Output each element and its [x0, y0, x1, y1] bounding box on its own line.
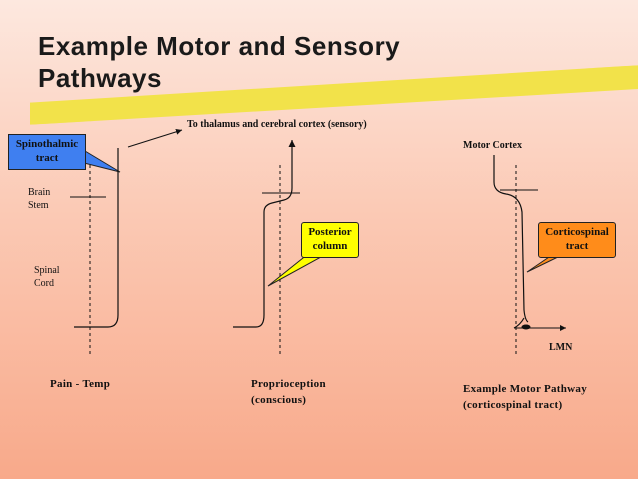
- motor-lmn-bifurcation: [513, 317, 525, 329]
- brain-stem-label-line-1: Brain: [28, 187, 51, 198]
- spinothalmic-pointer: [79, 147, 121, 173]
- spinal-cord-label: Spinal Cord: [34, 264, 60, 290]
- spinothalmic-callout-line-2: tract: [35, 152, 59, 164]
- motor-neuron-terminal: [521, 324, 531, 330]
- motor-pathway-caption: Example Motor Pathway (corticospinal tra…: [463, 381, 587, 413]
- motor-cortex-label: Motor Cortex: [463, 140, 522, 151]
- motor-pathway-line: [493, 155, 529, 323]
- slide-title-line-2: Pathways: [38, 63, 162, 93]
- proprioception-caption-line-1: Proprioception: [251, 378, 326, 390]
- posterior-callout-line-2: column: [312, 240, 348, 252]
- brain-stem-label-line-2: Stem: [28, 200, 49, 211]
- pain-temp-caption: Pain - Temp: [50, 378, 111, 390]
- posterior-callout-line-1: Posterior: [308, 226, 352, 238]
- pain-pathway-line: [74, 148, 119, 328]
- spinal-cord-label-line-1: Spinal: [34, 265, 60, 276]
- proprio-pathway-line: [233, 140, 296, 328]
- spinothalmic-callout-line-1: Spinothalmic: [15, 138, 79, 150]
- spinal-cord-label-line-2: Cord: [34, 278, 54, 289]
- proprioception-caption-line-2: (conscious): [251, 394, 307, 406]
- motor-caption-line-2: (corticospinal tract): [463, 399, 563, 411]
- brain-stem-label: Brain Stem: [28, 186, 50, 212]
- corticospinal-callout-line-1: Corticospinal: [545, 226, 609, 238]
- slide-title-line-1: Example Motor and Sensory: [38, 31, 401, 61]
- thalamus-label: To thalamus and cerebral cortex (sensory…: [187, 119, 367, 130]
- slide-title: Example Motor and Sensory Pathways: [38, 30, 400, 94]
- corticospinal-callout: Corticospinal tract: [538, 222, 616, 258]
- motor-caption-line-1: Example Motor Pathway: [463, 383, 588, 395]
- thalamus-pointer-arrow: [127, 128, 183, 148]
- posterior-column-callout: Posterior column: [301, 222, 359, 258]
- spinothalmic-callout: Spinothalmic tract: [8, 134, 86, 170]
- lmn-label: LMN: [549, 342, 573, 353]
- corticospinal-callout-line-2: tract: [565, 240, 589, 252]
- proprioception-caption: Proprioception (conscious): [251, 376, 326, 408]
